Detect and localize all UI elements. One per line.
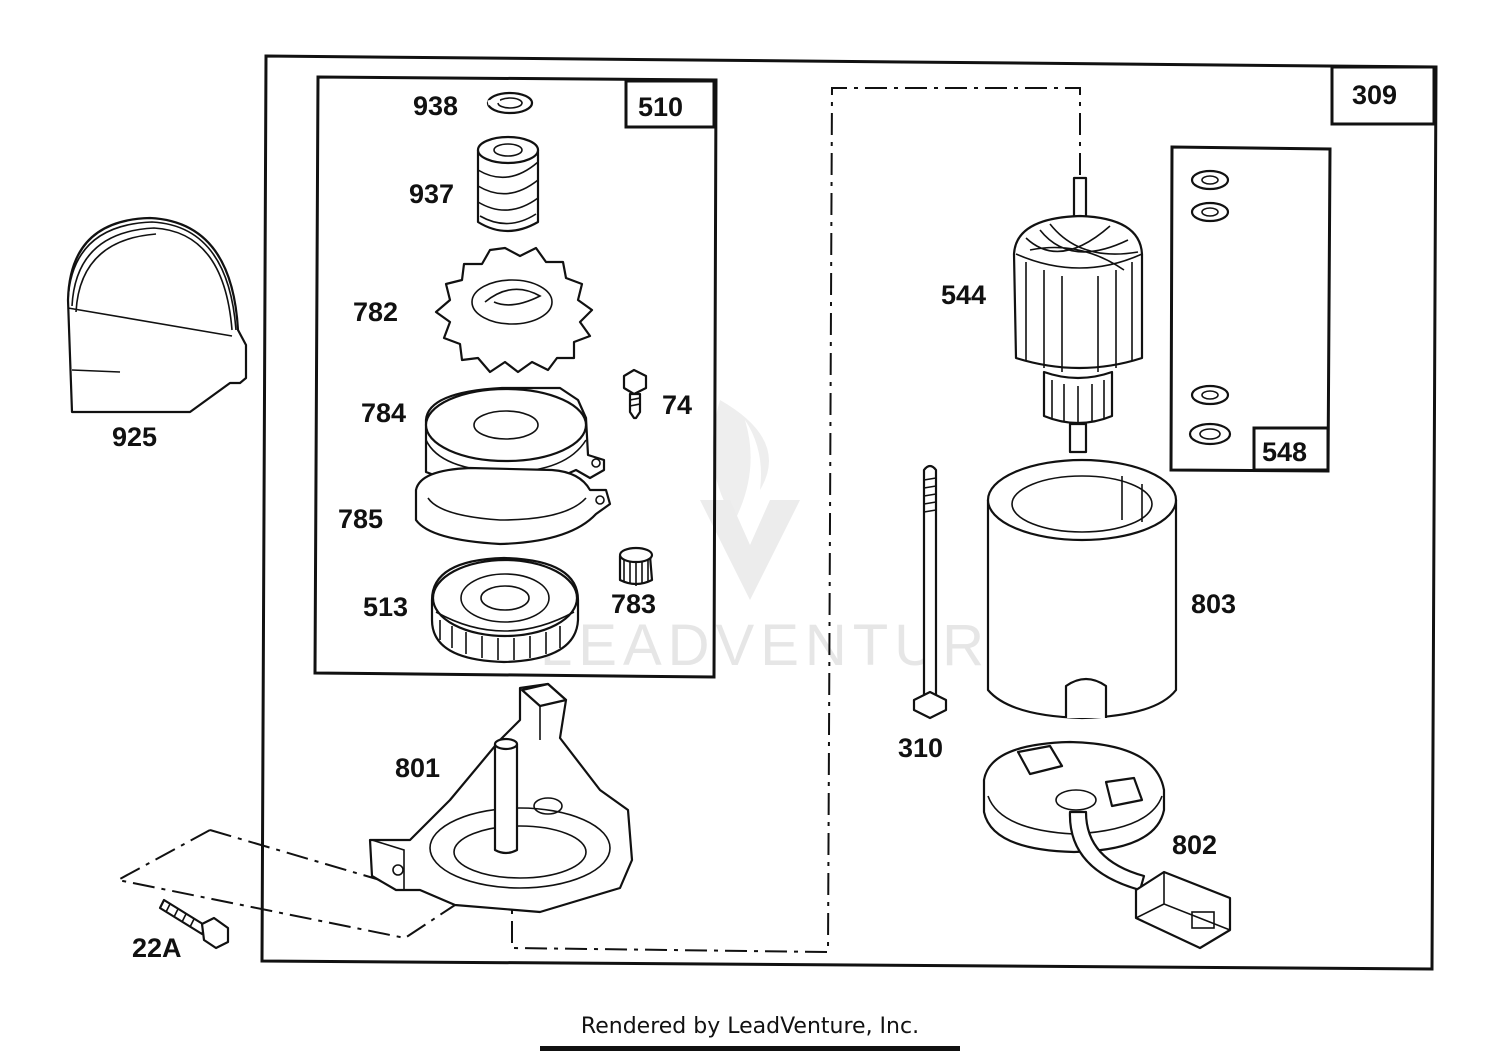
label-782: 782 — [353, 297, 398, 327]
part-801-end-cap — [368, 682, 634, 914]
label-310: 310 — [898, 733, 943, 763]
box-510 — [624, 79, 716, 129]
watermark: LEADVENTURE — [540, 400, 1035, 678]
part-22a-bolt — [158, 898, 230, 950]
assembly-line-bolt-2 — [209, 829, 381, 881]
watermark-text: LEADVENTURE — [540, 613, 1035, 678]
label-784: 784 — [361, 398, 406, 428]
part-548-washers — [1188, 169, 1232, 446]
part-544-armature — [1012, 176, 1144, 454]
assembly-line-center — [511, 87, 1081, 954]
label-783: 783 — [611, 589, 656, 619]
assembly-line-bolt — [115, 829, 456, 940]
part-803-motor-housing — [986, 458, 1178, 720]
kit-frame-548 — [1169, 145, 1332, 473]
part-782-gear — [434, 246, 594, 374]
part-938-clip — [486, 91, 534, 115]
label-801: 801 — [395, 753, 440, 783]
part-937-worm — [476, 135, 540, 232]
label-513: 513 — [363, 592, 408, 622]
outer-frame — [260, 54, 1438, 971]
label-803: 803 — [1191, 589, 1236, 619]
label-74: 74 — [662, 390, 692, 420]
label-925: 925 — [112, 422, 157, 452]
footer-credit: Rendered by LeadVenture, Inc. — [580, 1014, 920, 1039]
label-785: 785 — [338, 504, 383, 534]
label-937: 937 — [409, 179, 454, 209]
part-310-through-bolt — [912, 464, 948, 720]
part-802-brush-plate — [982, 740, 1232, 950]
part-513-ring-gear — [430, 556, 580, 664]
label-938: 938 — [413, 91, 458, 121]
part-74-screw — [622, 368, 648, 420]
part-925-cap — [66, 216, 248, 414]
box-548 — [1252, 426, 1330, 472]
kit-frame-510 — [313, 75, 718, 679]
box-309 — [1330, 65, 1436, 126]
part-784-housing — [424, 386, 606, 488]
box-label-548: 548 — [1262, 437, 1307, 467]
label-802: 802 — [1172, 830, 1217, 860]
box-label-309: 309 — [1352, 80, 1397, 110]
label-544: 544 — [941, 280, 986, 310]
footer-cut-text — [540, 1046, 960, 1051]
box-label-510: 510 — [638, 92, 683, 122]
label-22a: 22A — [132, 933, 182, 963]
part-785-gasket — [414, 466, 612, 546]
part-783-pinion — [618, 546, 654, 586]
